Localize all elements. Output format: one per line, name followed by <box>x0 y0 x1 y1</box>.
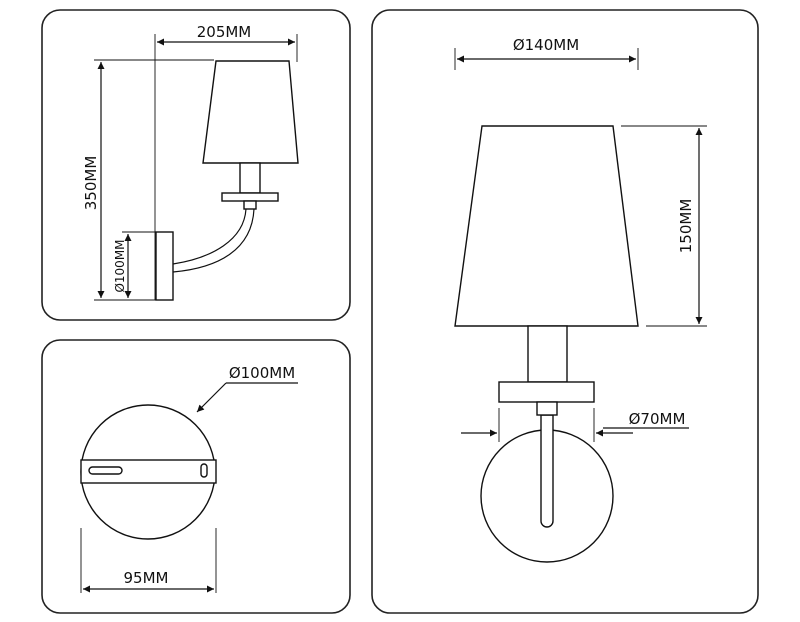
side-view-panel: 205MM 350MM Ø100MM <box>41 9 351 321</box>
front-lampshade <box>454 125 639 327</box>
side-lamp-drawing <box>155 60 299 301</box>
side-base-label: Ø100MM <box>113 239 127 292</box>
side-width-label: 205MM <box>197 23 252 41</box>
base-view-panel: Ø100MM 95MM <box>41 339 351 614</box>
base-width-dimension: 95MM <box>80 528 217 593</box>
base-diameter-dimension: Ø100MM <box>196 364 298 413</box>
side-base-dimension: Ø100MM <box>113 231 158 298</box>
side-neck <box>243 200 257 210</box>
base-diameter-label: Ø100MM <box>229 364 295 382</box>
front-socket <box>527 325 568 383</box>
base-slot-hole <box>88 466 123 475</box>
front-neck <box>536 401 558 416</box>
front-shade-height-label: 150MM <box>677 199 695 254</box>
side-height-label: 350MM <box>82 156 100 211</box>
front-shade-diameter-label: Ø140MM <box>513 36 579 54</box>
front-holder-dimension: Ø70MM <box>461 408 689 442</box>
front-shade-diameter-dimension: Ø140MM <box>454 36 639 70</box>
base-round-hole <box>200 463 208 478</box>
side-socket <box>239 162 261 194</box>
front-holder-label: Ø70MM <box>629 410 686 428</box>
base-mounting-bar <box>80 459 217 484</box>
base-plate-drawing <box>80 404 217 540</box>
base-width-label: 95MM <box>124 569 169 587</box>
front-stem <box>540 414 554 528</box>
side-arm-outer <box>172 208 247 265</box>
front-lamp-drawing <box>454 125 639 563</box>
side-wall-plate <box>155 231 174 301</box>
side-width-dimension: 205MM <box>154 23 298 300</box>
front-holder-ring <box>498 381 595 403</box>
side-lampshade <box>202 60 299 164</box>
side-holder-ring <box>221 192 279 202</box>
side-arm-inner <box>172 208 255 273</box>
front-shade-height-dimension: 150MM <box>621 125 707 327</box>
front-view-panel: Ø140MM 150MM Ø70MM <box>371 9 759 614</box>
side-height-dimension: 350MM <box>82 59 214 301</box>
